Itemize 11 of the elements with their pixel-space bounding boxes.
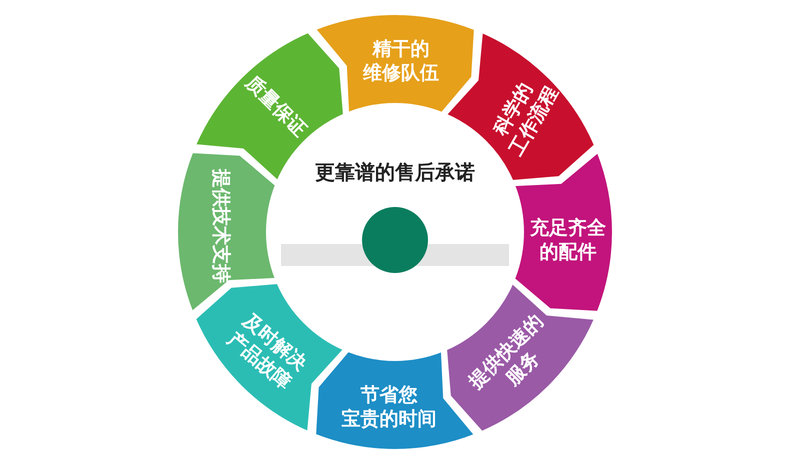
segment-label: 节省您宝贵的时间 bbox=[341, 384, 436, 430]
segment-label: 提供技术支持 bbox=[210, 168, 232, 283]
segment-label: 充足齐全的配件 bbox=[530, 217, 606, 264]
ring-segment bbox=[445, 282, 596, 433]
segment-label: 精干的维修队伍 bbox=[363, 38, 440, 84]
segment-label: 及时解决产品故障 bbox=[223, 309, 312, 394]
segment-label: 质量保证 bbox=[242, 72, 311, 141]
segment-label: 科学的工作流程 bbox=[489, 78, 562, 160]
ring-segment bbox=[176, 151, 277, 313]
center-heading: 更靠谱的售后承诺 bbox=[314, 160, 476, 184]
segment-label: 提供快速的服务 bbox=[464, 310, 548, 393]
